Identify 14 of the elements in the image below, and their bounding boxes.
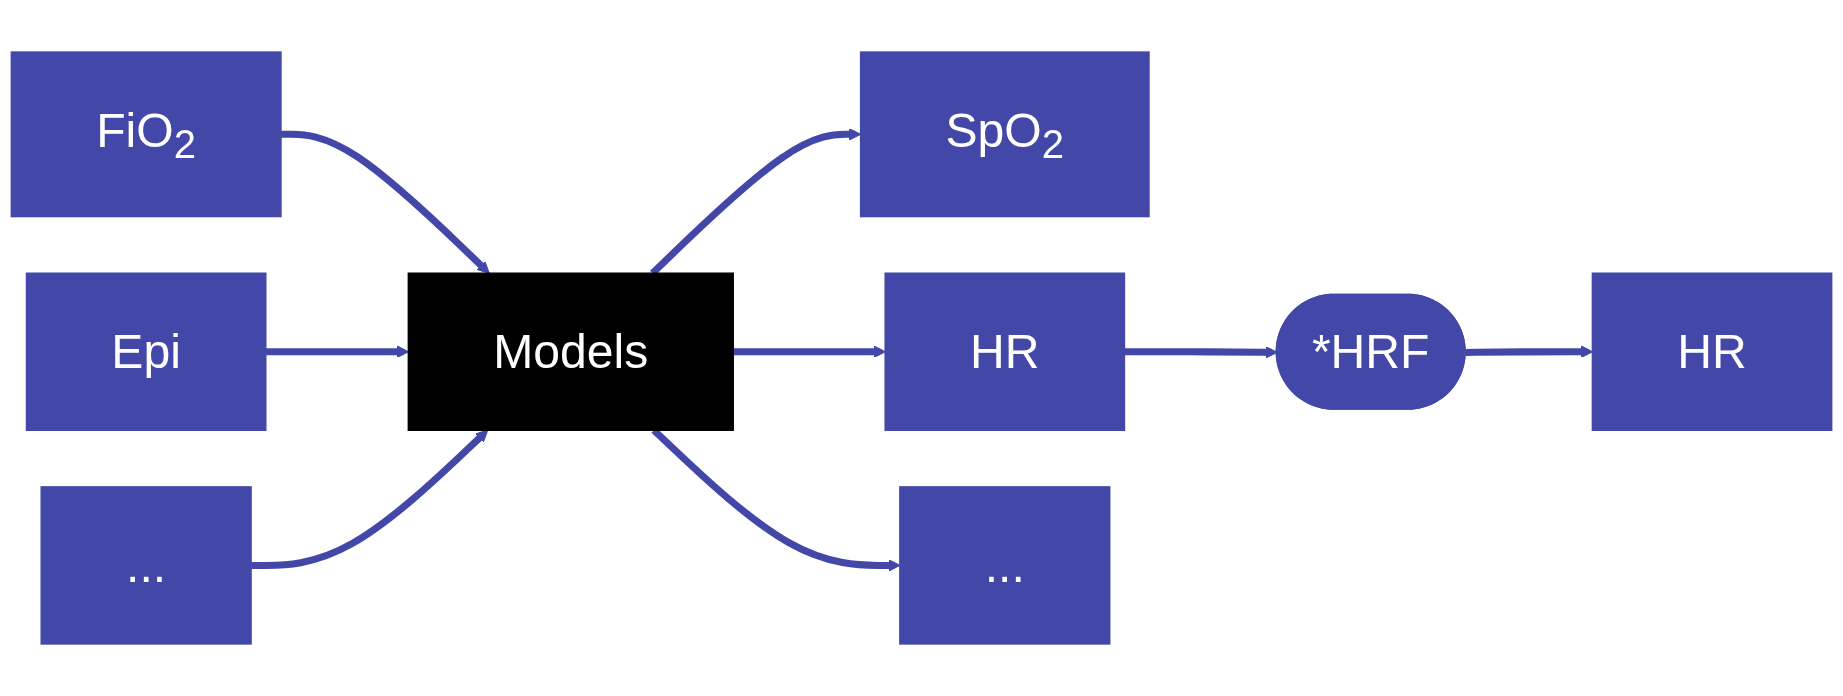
arrow	[1465, 345, 1593, 358]
node-box: HR	[1591, 272, 1833, 431]
arrow	[251, 429, 489, 569]
arrow	[265, 345, 409, 358]
node-box: FiO$_{2}$	[10, 51, 282, 218]
node-box: Epi	[25, 272, 267, 431]
arrow	[1124, 346, 1278, 359]
node-box: Models	[407, 272, 734, 431]
node-box: ...	[40, 486, 252, 645]
arrow	[280, 130, 490, 274]
node-box: SpO$_{2}$	[859, 51, 1150, 218]
arrow	[733, 345, 886, 358]
node-box: ...	[899, 486, 1111, 645]
node-box: HR	[884, 272, 1126, 431]
